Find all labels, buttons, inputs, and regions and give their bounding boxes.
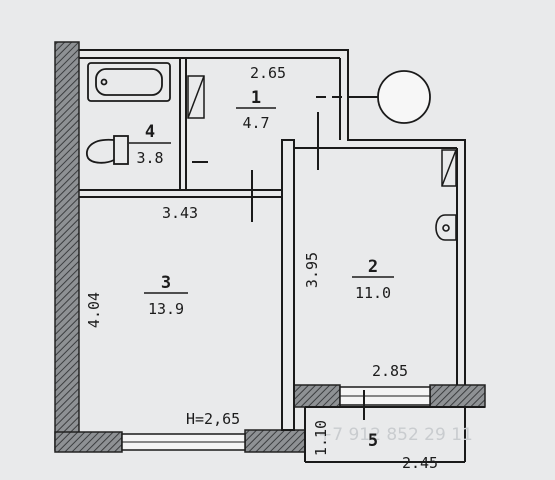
top-boundary [79, 49, 466, 385]
bottom-wall-mid [244, 429, 306, 453]
room-1-label: 1 4.7 [236, 88, 276, 132]
room-number: 1 [251, 88, 261, 108]
dim-room2-depth: 3.95 [303, 252, 321, 288]
room-5-label: 5 [368, 431, 378, 451]
room-area: 13.9 [148, 300, 184, 318]
sink-icon [435, 214, 457, 241]
dim-balcony-width: 2.45 [402, 454, 438, 472]
dim-balcony-depth: 1.10 [312, 420, 330, 456]
room2-left-wall [281, 139, 295, 431]
toilet-icon [86, 135, 129, 165]
dim-room3-depth: 4.04 [85, 292, 103, 328]
room-number: 5 [368, 431, 378, 451]
door-marks [192, 96, 378, 420]
room-2-label: 2 11.0 [352, 257, 394, 302]
entrance-stamp-icon [377, 70, 431, 124]
dim-room2-width: 2.85 [372, 362, 408, 380]
left-wall [54, 41, 80, 451]
windows [121, 386, 431, 451]
interior-walls [79, 49, 485, 463]
room-number: 3 [161, 273, 171, 293]
room-area: 4.7 [242, 114, 269, 132]
dim-corridor-width: 2.65 [250, 64, 286, 82]
room-area: 11.0 [355, 284, 391, 302]
partition-wall-block [289, 384, 341, 408]
right-wall-block [429, 384, 486, 408]
stove-icon [441, 149, 457, 187]
room-number: 4 [145, 122, 155, 142]
room-3-label: 3 13.9 [144, 273, 188, 318]
bathtub-icon [87, 62, 171, 102]
watermark: +7 912 852 29 11 [318, 425, 473, 445]
room-4-label: 4 3.8 [129, 122, 171, 167]
ceiling-height: H=2,65 [186, 410, 240, 428]
room-area: 3.8 [136, 149, 163, 167]
room-number: 2 [368, 257, 378, 277]
bottom-wall-left [54, 431, 123, 453]
dim-room3-width: 3.43 [162, 204, 198, 222]
cabinet-icon [187, 75, 205, 119]
